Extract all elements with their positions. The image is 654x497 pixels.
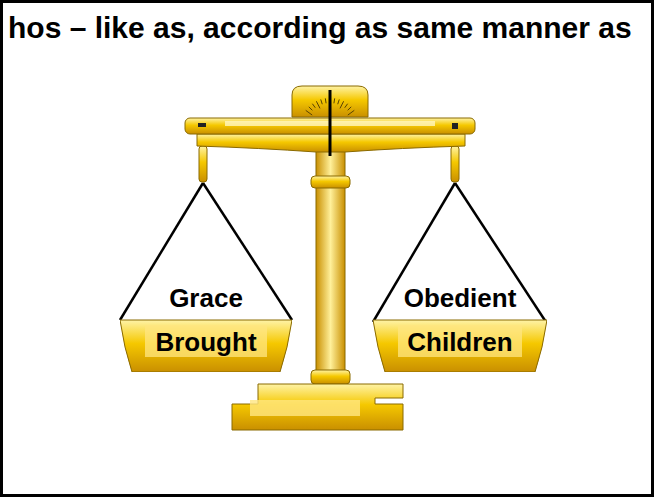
meter-tick <box>333 98 335 103</box>
beam-mark <box>452 123 458 129</box>
meter-tick <box>348 107 352 111</box>
meter-tick <box>316 101 320 108</box>
base <box>232 384 403 430</box>
title-text: hos – like as, according as same manner … <box>8 10 632 46</box>
pan-label: Obedient Children <box>373 276 547 364</box>
meter-tick <box>345 104 348 108</box>
meter-tick <box>321 99 323 104</box>
collar <box>311 370 350 384</box>
collar <box>311 176 350 188</box>
meter-tick <box>312 104 315 108</box>
meter-tick <box>309 107 313 111</box>
needle <box>329 90 332 156</box>
pan-label: Grace Brought <box>120 276 292 364</box>
meter-tick <box>325 98 327 103</box>
meter-tick <box>340 101 344 108</box>
scale-pan: Grace Brought <box>120 276 292 372</box>
meter-tick <box>338 99 340 104</box>
base-highlight <box>250 400 360 416</box>
beam-mark <box>198 123 206 127</box>
meter-tick <box>348 110 354 115</box>
scale-pan: Obedient Children <box>373 276 547 372</box>
meter-tick <box>306 110 312 115</box>
